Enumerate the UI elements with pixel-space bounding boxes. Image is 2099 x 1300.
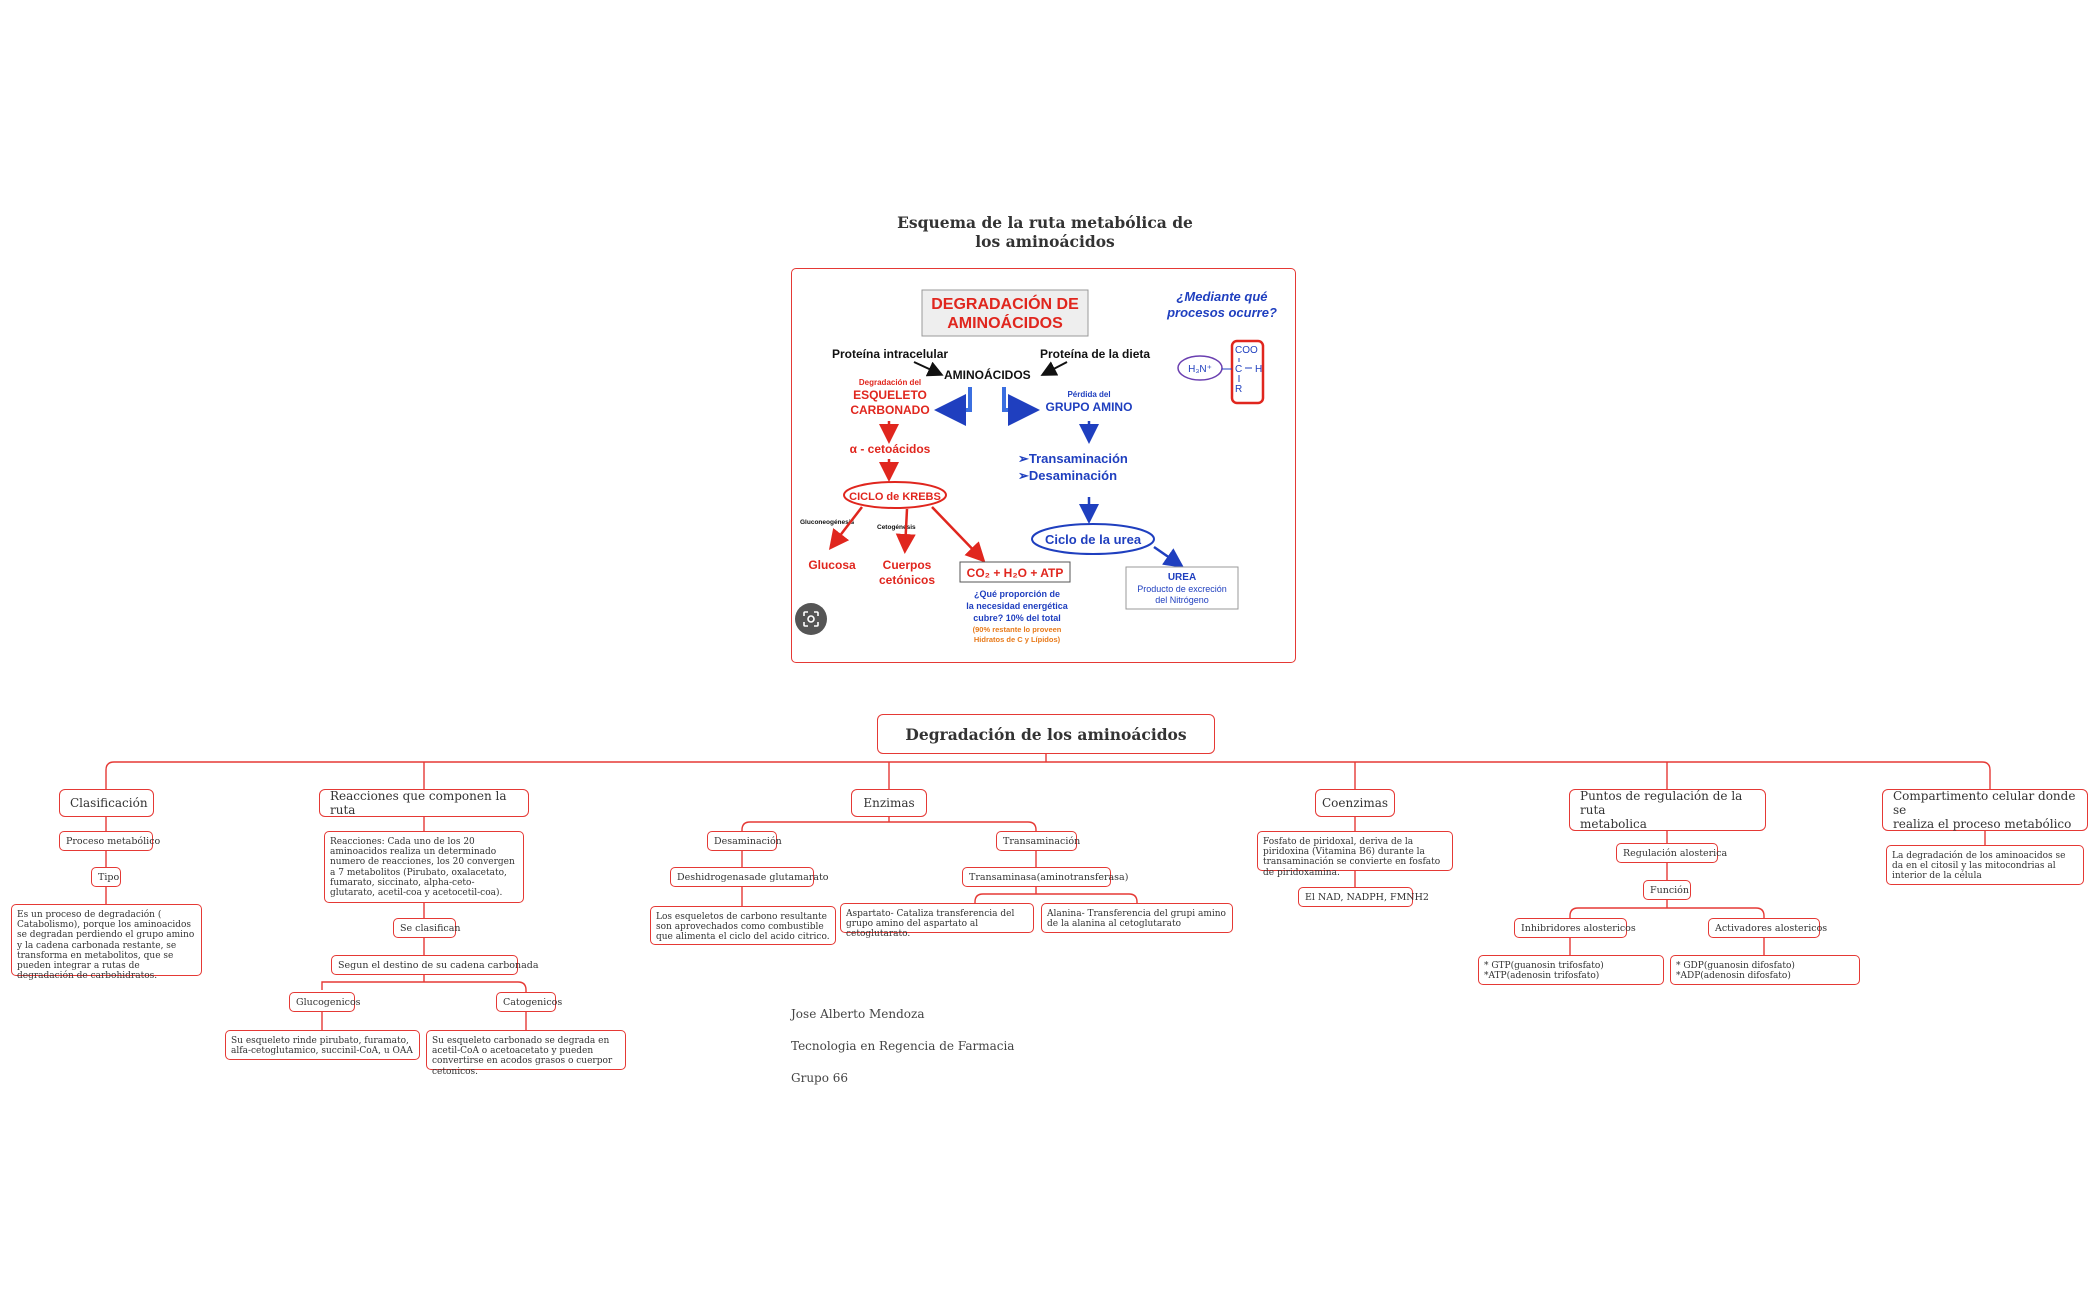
branch-regulacion[interactable]: Puntos de regulación de la ruta metaboli… bbox=[1569, 789, 1766, 831]
image-heading-line1: DEGRADACIÓN DE bbox=[931, 294, 1079, 313]
node-se-clasifican[interactable]: Se clasifican bbox=[393, 918, 461, 938]
node-transaminacion[interactable]: Transaminación bbox=[996, 831, 1080, 851]
embedded-diagram-image[interactable]: DEGRADACIÓN DE AMINOÁCIDOS ¿Mediante qué… bbox=[791, 268, 1296, 663]
branch-reacciones[interactable]: Reacciones que componen la ruta bbox=[319, 789, 529, 817]
map-title: Esquema de la ruta metabólica de los ami… bbox=[880, 213, 1210, 251]
branch-clasificacion[interactable]: Clasificación bbox=[59, 789, 154, 817]
node-funcion[interactable]: Función bbox=[1643, 880, 1691, 900]
author-name[interactable]: Jose Alberto Mendoza bbox=[791, 1007, 925, 1021]
image-energy-q-line3: cubre? 10% del total bbox=[973, 613, 1061, 623]
node-desaminacion[interactable]: Desaminación bbox=[707, 831, 782, 851]
activadores-description[interactable]: * GDP(guanosin difosfato) *ADP(adenosin … bbox=[1670, 955, 1860, 985]
image-formula-h3n: H₃N⁺ bbox=[1188, 364, 1212, 375]
lens-scan-icon bbox=[803, 611, 819, 627]
image-transamination: ➢Transaminación bbox=[1018, 451, 1128, 466]
author-program[interactable]: Tecnologia en Regencia de Farmacia bbox=[791, 1039, 1015, 1053]
image-protein-intracellular: Proteína intracelular bbox=[832, 347, 948, 361]
image-question-line2: procesos ocurre? bbox=[1166, 305, 1277, 320]
image-urea-desc-line1: Producto de excreción bbox=[1137, 584, 1227, 594]
coenzimas-description[interactable]: Fosfato de piridoxal, deriva de la pirid… bbox=[1257, 831, 1453, 878]
regulacion-label-line1: Puntos de regulación de la ruta bbox=[1580, 789, 1743, 817]
compartimento-description[interactable]: La degradación de los aminoacidos se da … bbox=[1886, 845, 2084, 885]
image-deamination: ➢Desaminación bbox=[1018, 468, 1117, 483]
glucogenicos-description[interactable]: Su esqueleto rinde pirubato, furamato, a… bbox=[225, 1030, 420, 1060]
alanina-description[interactable]: Alanina- Transferencia del grupi amino d… bbox=[1041, 903, 1233, 933]
image-energy-note-line1: (90% restante lo proveen bbox=[973, 625, 1062, 634]
branch-coenzimas[interactable]: Coenzimas bbox=[1315, 789, 1395, 817]
deshidrogenasa-description[interactable]: Los esqueletos de carbono resultante son… bbox=[650, 906, 836, 945]
compartimento-label-line2: realiza el proceso metabólico bbox=[1893, 817, 2072, 831]
branch-enzimas[interactable]: Enzimas bbox=[851, 789, 927, 817]
image-loss-label: Pérdida del bbox=[1067, 390, 1110, 399]
aspartato-description[interactable]: Aspartato- Cataliza transferencia del gr… bbox=[840, 903, 1034, 939]
node-regulacion-alosterica[interactable]: Regulación alosterica bbox=[1616, 843, 1727, 863]
image-products: CO₂ + H₂O + ATP bbox=[967, 566, 1064, 580]
clasificacion-description[interactable]: Es un proceso de degradación ( Catabolis… bbox=[11, 904, 202, 981]
image-alpha-keto: α - cetoácidos bbox=[850, 442, 931, 456]
image-degradation-label: Degradación del bbox=[859, 378, 921, 387]
image-skeleton-line1: ESQUELETO bbox=[853, 388, 927, 402]
image-urea-desc-line2: del Nitrógeno bbox=[1155, 595, 1209, 605]
branch-regulacion-label: Puntos de regulación de la ruta metaboli… bbox=[1580, 789, 1755, 831]
node-inhibidores[interactable]: Inhibridores alostericos bbox=[1514, 918, 1636, 938]
branch-compartimento[interactable]: Compartimento celular donde se realiza e… bbox=[1882, 789, 2088, 831]
image-formula-coo: COO bbox=[1235, 345, 1258, 356]
image-gluconeo: Gluconeogénesis bbox=[800, 519, 855, 526]
reacciones-description[interactable]: Reacciones: Cada uno de los 20 aminoacid… bbox=[324, 831, 524, 903]
cetogenicos-description[interactable]: Su esqueleto carbonado se degrada en ace… bbox=[426, 1030, 626, 1077]
image-protein-diet: Proteína de la dieta bbox=[1040, 347, 1150, 361]
root-node[interactable]: Degradación de los aminoácidos bbox=[877, 714, 1215, 754]
compartimento-label-line1: Compartimento celular donde se bbox=[1893, 789, 2076, 817]
regulacion-label-line2: metabolica bbox=[1580, 817, 1647, 831]
image-formula-c: C bbox=[1235, 364, 1242, 375]
image-ketone-line1: Cuerpos bbox=[883, 558, 932, 572]
node-cetogenicos[interactable]: Catogenicos bbox=[496, 992, 562, 1012]
image-heading-line2: AMINOÁCIDOS bbox=[947, 313, 1063, 332]
node-proceso-metabolico[interactable]: Proceso metabólico bbox=[59, 831, 160, 851]
node-tipo[interactable]: Tipo bbox=[91, 867, 121, 887]
degradation-diagram: DEGRADACIÓN DE AMINOÁCIDOS ¿Mediante qué… bbox=[800, 289, 1277, 644]
image-energy-note-line2: Hidratos de C y Lípidos) bbox=[974, 635, 1061, 644]
image-formula-h: H bbox=[1255, 364, 1262, 375]
image-formula-r: R bbox=[1235, 384, 1242, 395]
node-segun-destino[interactable]: Segun el destino de su cadena carbonada bbox=[331, 955, 539, 975]
author-group[interactable]: Grupo 66 bbox=[791, 1071, 849, 1085]
map-title-line1: Esquema de la ruta metabólica de bbox=[897, 213, 1193, 232]
node-activadores[interactable]: Activadores alostericos bbox=[1708, 918, 1827, 938]
image-urea-cycle: Ciclo de la urea bbox=[1045, 532, 1142, 547]
inhibidores-description[interactable]: * GTP(guanosin trifosfato) *ATP(adenosin… bbox=[1478, 955, 1664, 985]
node-transaminasa[interactable]: Transaminasa(aminotransferasa) bbox=[962, 867, 1128, 887]
image-question-line1: ¿Mediante qué bbox=[1176, 289, 1267, 304]
image-krebs: CICLO de KREBS bbox=[849, 491, 941, 503]
image-energy-q-line2: la necesidad energética bbox=[966, 601, 1069, 611]
map-title-line2: los aminoácidos bbox=[975, 232, 1115, 251]
image-glucose: Glucosa bbox=[808, 558, 856, 572]
image-amino-group: GRUPO AMINO bbox=[1046, 400, 1133, 414]
lens-scan-button[interactable] bbox=[795, 603, 827, 635]
node-deshidrogenasa[interactable]: Deshidrogenasade glutamarato bbox=[670, 867, 829, 887]
image-energy-q-line1: ¿Qué proporción de bbox=[974, 589, 1060, 599]
branch-compartimento-label: Compartimento celular donde se realiza e… bbox=[1893, 789, 2077, 831]
image-amino-acids: AMINOÁCIDOS bbox=[944, 367, 1031, 382]
node-nad-nadph[interactable]: El NAD, NADPH, FMNH2 bbox=[1298, 887, 1429, 907]
image-skeleton-line2: CARBONADO bbox=[850, 403, 929, 417]
node-glucogenicos[interactable]: Glucogenicos bbox=[289, 992, 361, 1012]
image-urea: UREA bbox=[1168, 572, 1196, 583]
image-ketogenesis: Cetogénesis bbox=[877, 524, 916, 531]
image-ketone-line2: cetónicos bbox=[879, 573, 935, 587]
